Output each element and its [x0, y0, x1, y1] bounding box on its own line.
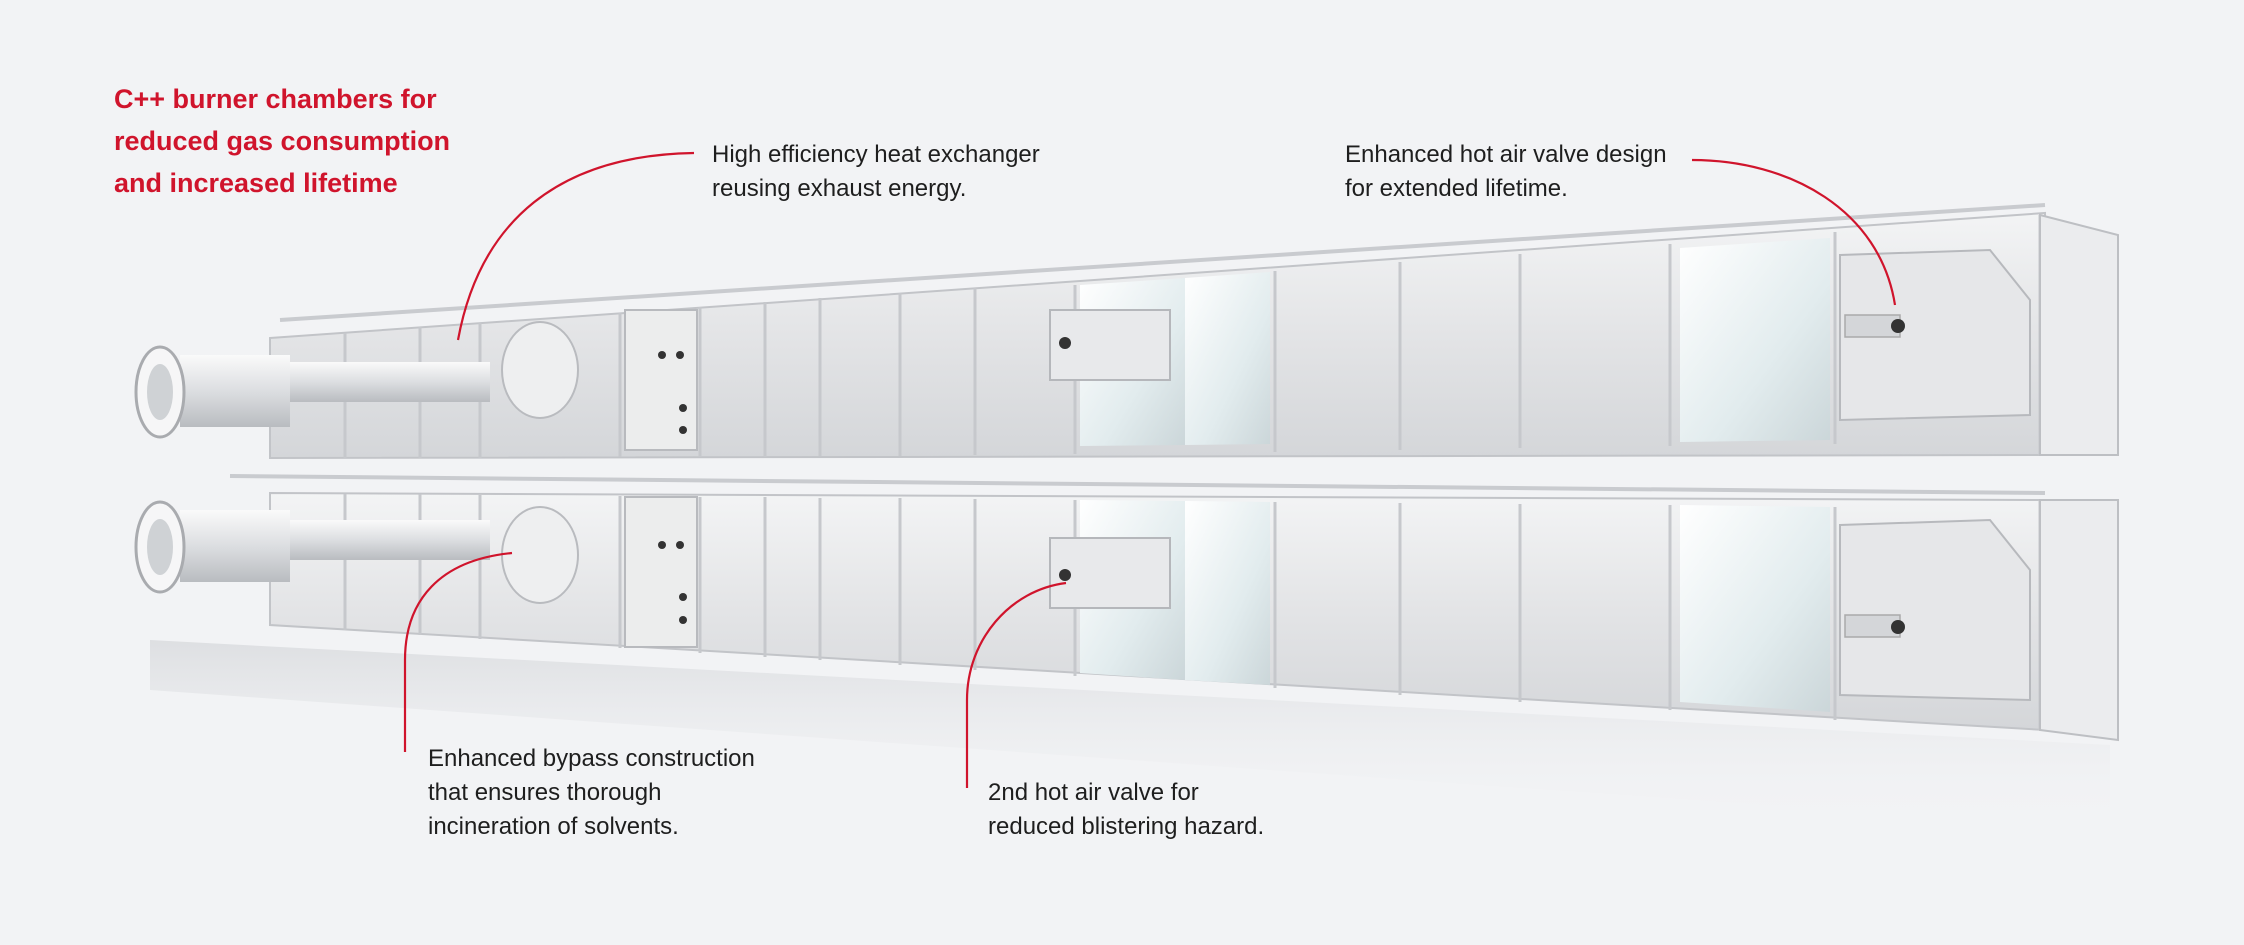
headline-line-1: C++ burner chambers for: [114, 84, 437, 114]
lower-window-3: [1680, 505, 1830, 712]
callout-bypass-line-3: incineration of solvents.: [428, 813, 679, 840]
callout-heat-exchanger: High efficiency heat exchanger reusing e…: [712, 138, 1040, 206]
callout-hot-air-valve: Enhanced hot air valve design for extend…: [1345, 138, 1667, 206]
callout-hot-air-valve-line-2: for extended lifetime.: [1345, 175, 1568, 202]
callout-bypass-line-1: Enhanced bypass construction: [428, 745, 755, 772]
floor-reflection: [150, 640, 2110, 830]
callout-heat-exchanger-line-1: High efficiency heat exchanger: [712, 141, 1040, 168]
callout-bypass: Enhanced bypass construction that ensure…: [428, 742, 755, 844]
lower-window-2: [1185, 501, 1270, 685]
upper-top-rail: [279, 203, 2046, 322]
leader-line-hot-air-valve: [1691, 158, 1897, 306]
upper-window-2: [1185, 272, 1270, 445]
callout-second-valve: 2nd hot air valve for reduced blistering…: [988, 776, 1264, 844]
headline: C++ burner chambers for reduced gas cons…: [114, 78, 544, 204]
headline-line-2: reduced gas consumption: [114, 126, 451, 156]
lower-middle-valve: [1049, 537, 1171, 609]
lower-top-rail: [229, 474, 2046, 495]
callout-bypass-line-2: that ensures thorough: [428, 779, 662, 806]
callout-second-valve-line-2: reduced blistering hazard.: [988, 813, 1265, 840]
lower-heat-exchanger-panel: [624, 496, 698, 648]
leader-line-heat-exchanger: [456, 151, 695, 341]
upper-end-cap: [2039, 213, 2119, 456]
leader-line-bypass: [403, 551, 513, 752]
lower-end-cap: [2039, 499, 2119, 742]
upper-oven-unit: [134, 203, 2119, 460]
callout-second-valve-line-1: 2nd hot air valve for: [988, 779, 1199, 806]
leader-line-second-valve: [965, 581, 1067, 788]
upper-burner-pipe: [280, 362, 490, 402]
lower-burner-pipe: [280, 520, 490, 560]
upper-right-valve: [1839, 248, 2031, 422]
headline-line-3: and increased lifetime: [114, 168, 398, 198]
upper-window-3: [1680, 238, 1830, 442]
callout-hot-air-valve-line-1: Enhanced hot air valve design: [1345, 141, 1667, 168]
lower-oven-unit: [134, 474, 2119, 742]
lower-right-valve: [1839, 518, 2031, 702]
callout-heat-exchanger-line-2: reusing exhaust energy.: [712, 175, 967, 202]
